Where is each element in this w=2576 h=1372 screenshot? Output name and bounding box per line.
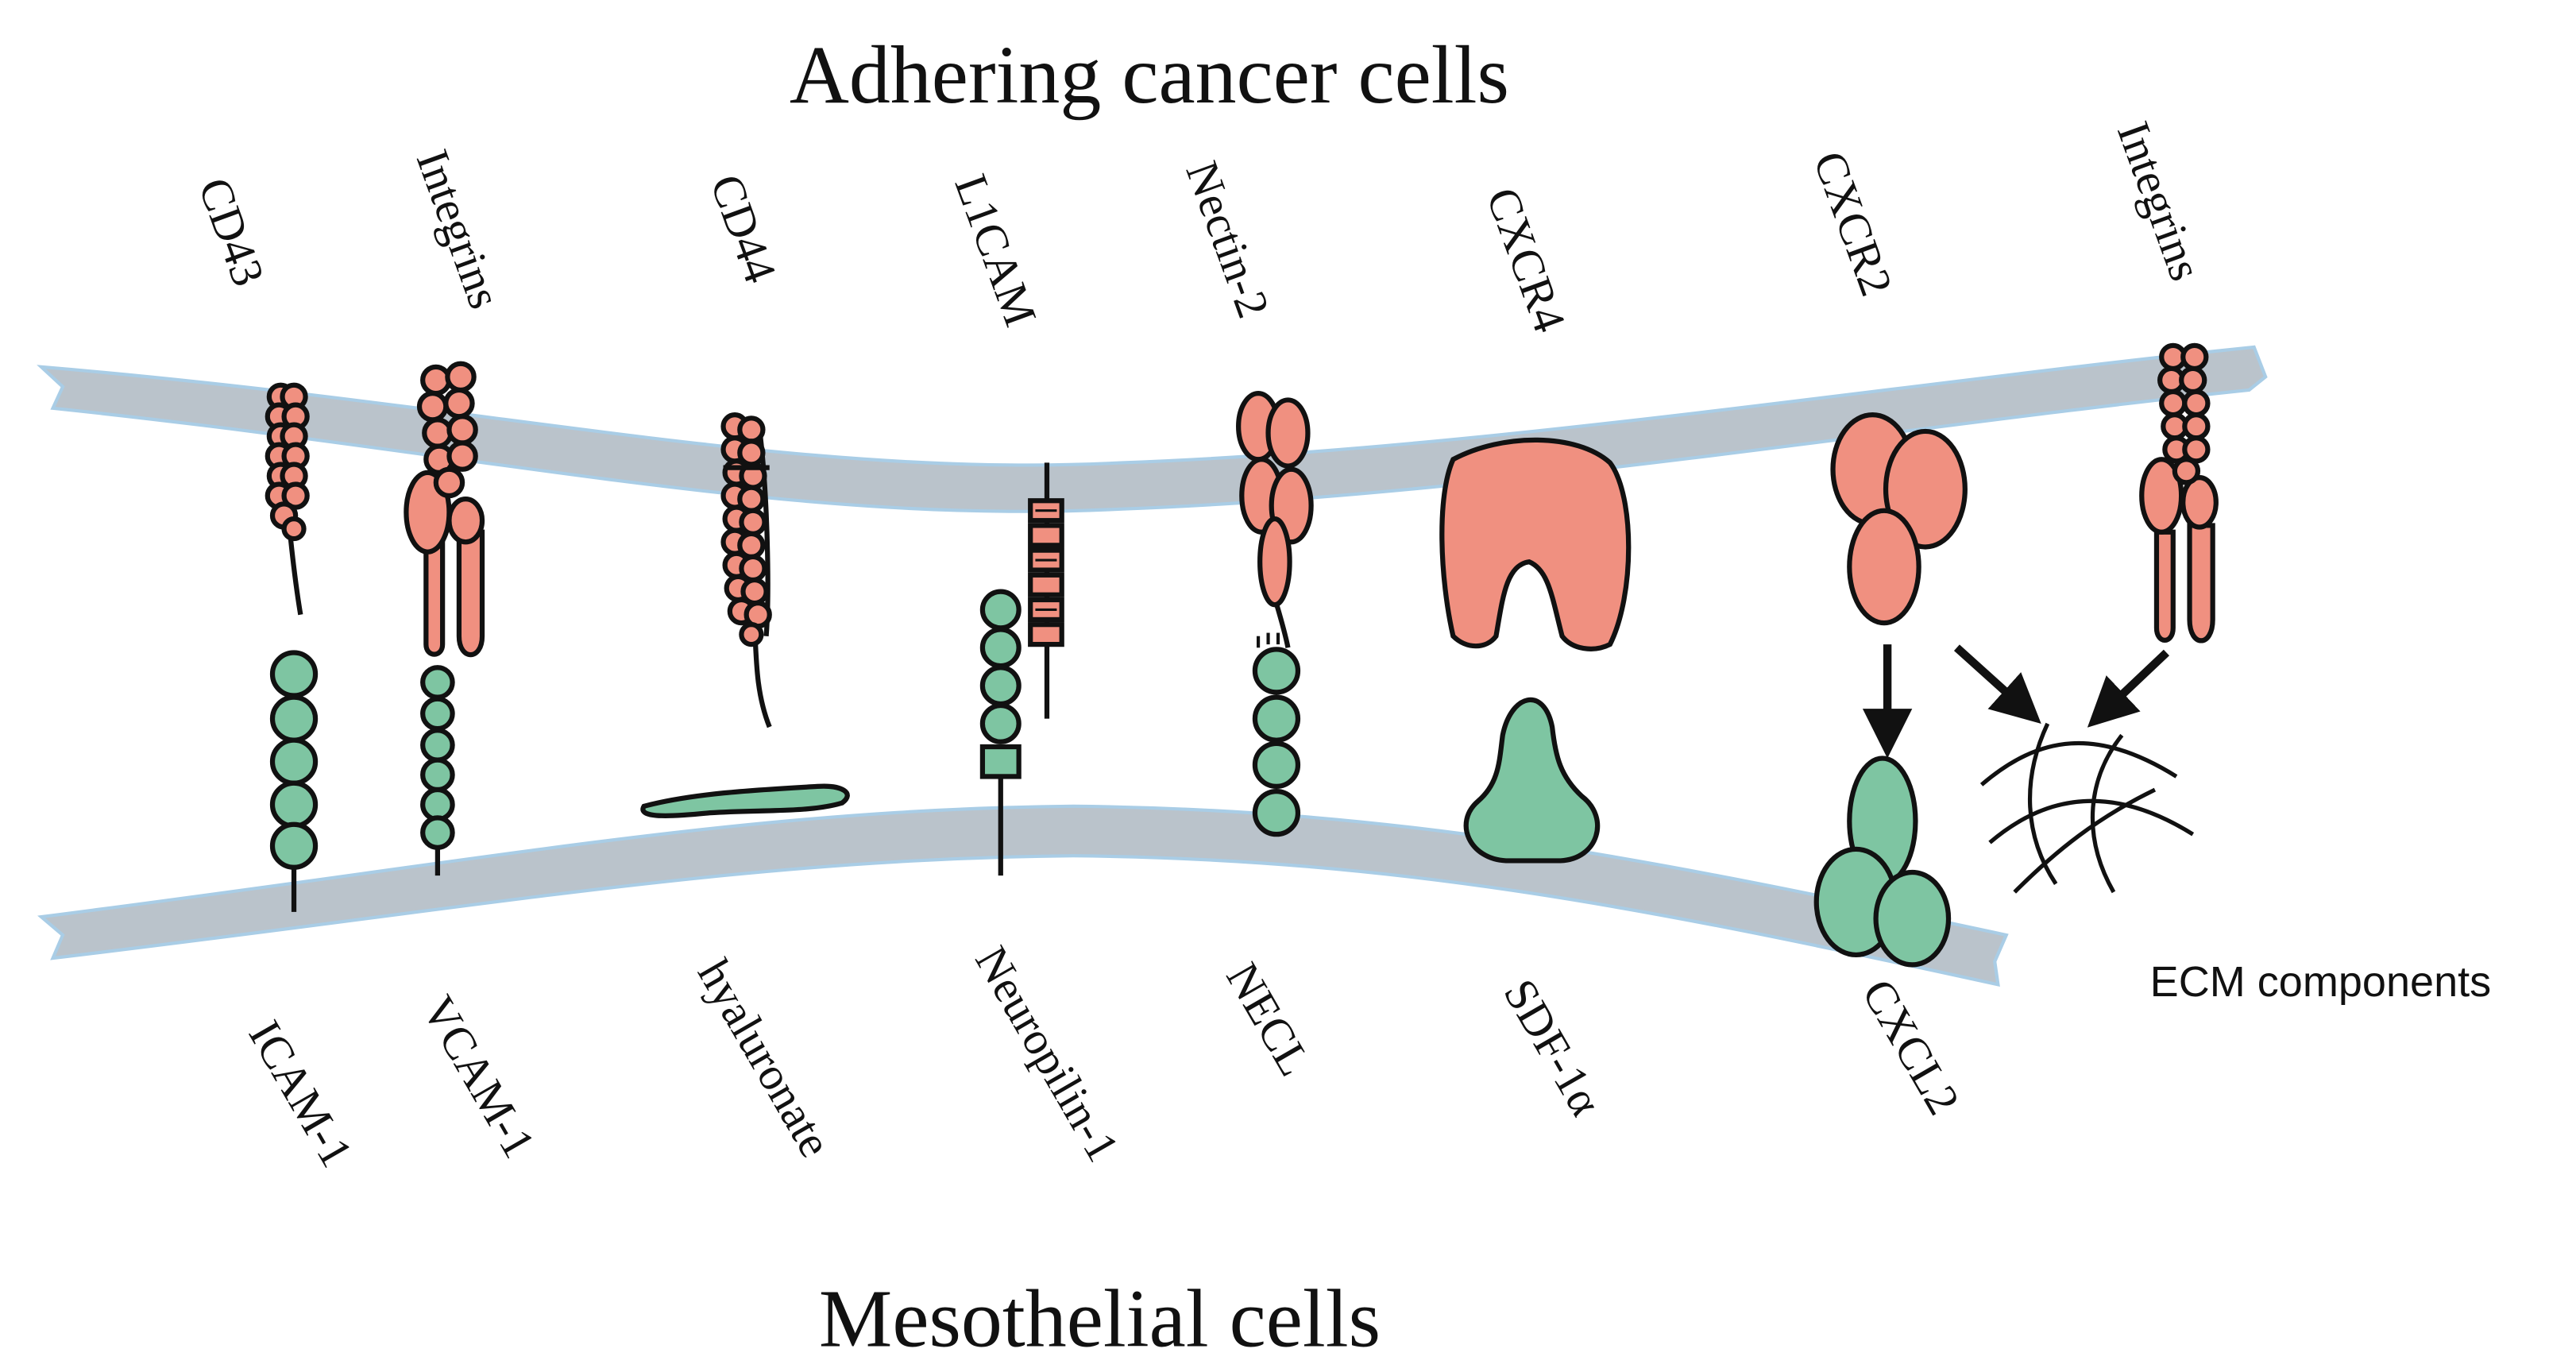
l1cam-receptor-shape bbox=[1028, 462, 1064, 719]
cxcr2-receptor-shape bbox=[1830, 412, 1968, 626]
receptor-label-integrins-left: Integrins bbox=[407, 143, 512, 315]
title-bottom: Mesothelial cells bbox=[819, 1273, 1381, 1365]
title-top: Adhering cancer cells bbox=[790, 29, 1509, 121]
necl-ligand-shape bbox=[1252, 647, 1301, 837]
icam1-ligand-shape bbox=[269, 650, 319, 912]
ligand-label-icam1: ICAM-1 bbox=[239, 1012, 364, 1176]
nectin2-receptor-shape bbox=[1236, 391, 1314, 648]
receptor-label-cd44: CD44 bbox=[701, 168, 787, 289]
ligand-labels: ICAM-1 VCAM-1 hyaluronate Neuropilin-1 N… bbox=[239, 937, 1970, 1176]
cxcr4-receptor-shape bbox=[1439, 437, 1632, 651]
ligand-label-necl: NECL bbox=[1216, 954, 1321, 1084]
ecm-components-label: ECM components bbox=[2150, 958, 2492, 1006]
ligand-label-vcam1: VCAM-1 bbox=[412, 987, 546, 1166]
vcam1-ligand-shape bbox=[420, 665, 455, 876]
neuropilin1-ligand-shape bbox=[979, 589, 1022, 876]
receptor-label-cxcr4: CXCR4 bbox=[1477, 181, 1576, 338]
ligand-label-hyaluronate: hyaluronate bbox=[688, 951, 842, 1165]
ligand-label-sdf1a: SDF-1α bbox=[1493, 971, 1612, 1124]
receptor-labels: CD43 Integrins CD44 L1CAM Nectin-2 CXCR4… bbox=[188, 115, 2211, 339]
sdf1a-ligand-shape bbox=[1463, 697, 1601, 864]
receptor-label-integrins-right: Integrins bbox=[2107, 115, 2212, 288]
receptor-label-nectin2: Nectin-2 bbox=[1176, 155, 1280, 325]
mesothelial-cell-membrane bbox=[37, 804, 2009, 987]
cxcl2-ligand-shape bbox=[1813, 756, 1952, 968]
cancer-cell-membrane bbox=[37, 345, 2268, 513]
receptor-label-cd43: CD43 bbox=[188, 171, 275, 292]
integrins-left-receptor-shape bbox=[404, 361, 485, 658]
ligand-label-neuropilin1: Neuropilin-1 bbox=[965, 937, 1130, 1170]
cd43-receptor-shape bbox=[265, 382, 310, 616]
arrow-cxcr2-to-ecm bbox=[1953, 644, 2041, 724]
cd44-receptor-shape bbox=[720, 412, 772, 729]
integrins-right-receptor-shape bbox=[2139, 342, 2219, 643]
ecm-mesh-shape bbox=[1979, 722, 2195, 894]
arrow-integrins-to-ecm bbox=[2087, 649, 2170, 728]
arrows bbox=[1862, 644, 2170, 759]
ligand-label-cxcl2: CXCL2 bbox=[1852, 971, 1970, 1123]
receptor-label-l1cam: L1CAM bbox=[944, 168, 1047, 333]
hyaluronate-ligand-shape bbox=[640, 783, 850, 818]
receptor-label-cxcr2: CXCR2 bbox=[1803, 145, 1902, 302]
